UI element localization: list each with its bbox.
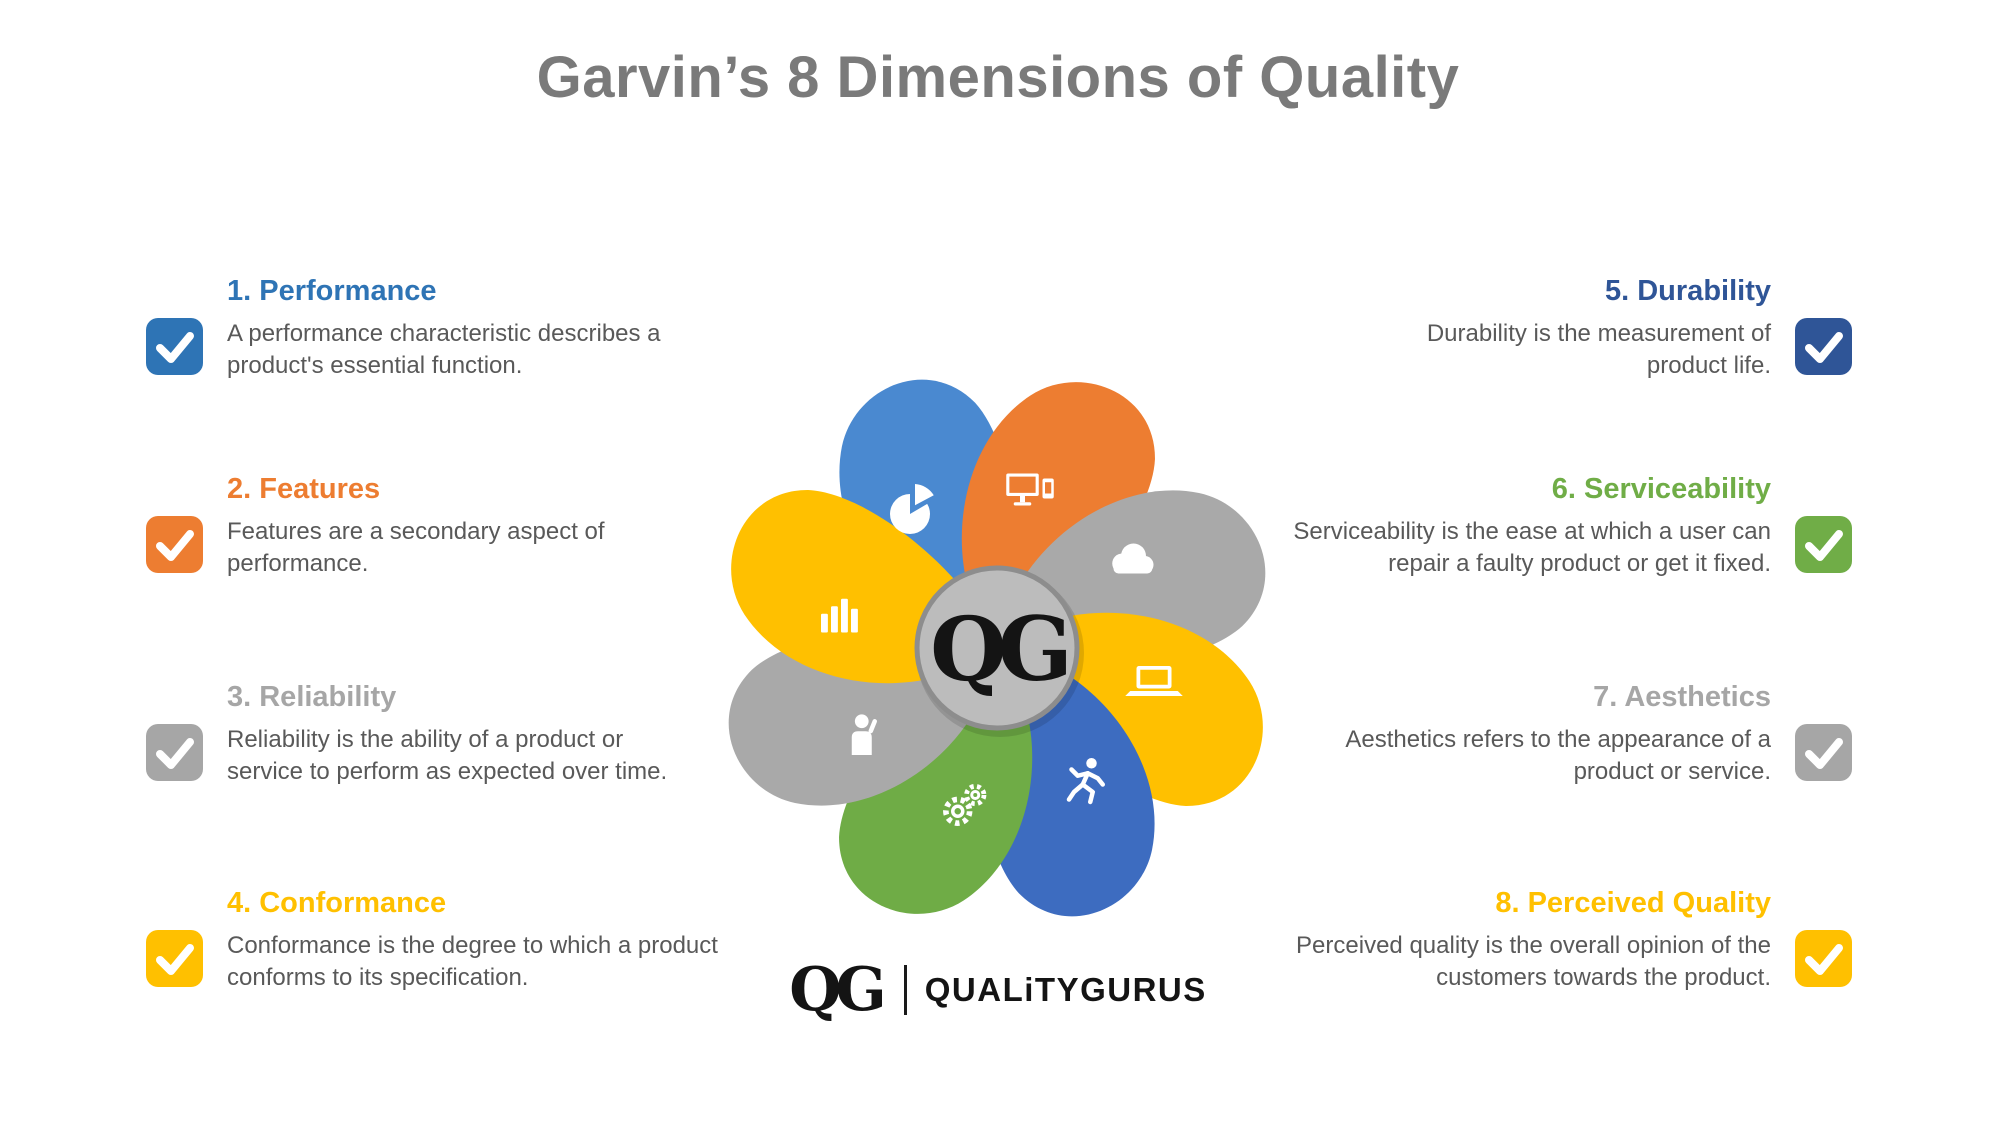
dimension-title: 7. Aesthetics xyxy=(1593,681,1771,713)
laptop-icon xyxy=(1125,666,1183,696)
brand-name: QUALiTYGURUS xyxy=(924,971,1207,1008)
dimension-item-aesthetics: 7. Aesthetics Aesthetics refers to the a… xyxy=(1271,680,1852,788)
cloud-icon xyxy=(1112,543,1154,574)
person-icon xyxy=(851,714,877,755)
dimension-title: 5. Durability xyxy=(1605,275,1771,307)
dimension-description: Aesthetics refers to the appearance of a… xyxy=(1345,726,1771,785)
dimension-title: 1. Performance xyxy=(227,275,437,307)
footer-logo: QG QUALiTYGURUS xyxy=(0,960,1996,1020)
dimension-title: 2. Features xyxy=(227,473,381,505)
dimension-description: Conformance is the degree to which a pro… xyxy=(227,932,718,991)
check-icon xyxy=(1795,516,1852,573)
dimension-text: 1. Performance A performance characteris… xyxy=(227,274,727,382)
dimension-item-performance: 1. Performance A performance characteris… xyxy=(146,274,727,382)
dimension-text: 5. Durability Durability is the measurem… xyxy=(1371,274,1771,382)
dimension-text: 4. Conformance Conformance is the degree… xyxy=(227,886,727,994)
logo-divider xyxy=(903,965,907,1015)
dimension-text: 8. Perceived Quality Perceived quality i… xyxy=(1271,886,1771,994)
check-icon xyxy=(146,930,203,987)
dimension-title: 4. Conformance xyxy=(227,887,447,919)
dimension-description: Serviceability is the ease at which a us… xyxy=(1293,518,1771,577)
dimension-text: 2. Features Features are a secondary asp… xyxy=(227,472,727,580)
check-icon xyxy=(1795,724,1852,781)
dimension-description: Reliability is the ability of a product … xyxy=(227,726,668,785)
dimension-title: 8. Perceived Quality xyxy=(1495,887,1771,919)
dimension-description: Durability is the measurement of product… xyxy=(1426,320,1771,379)
dimension-item-serviceability: 6. Serviceability Serviceability is the … xyxy=(1271,472,1852,580)
dimension-text: 7. Aesthetics Aesthetics refers to the a… xyxy=(1271,680,1771,788)
dimension-item-features: 2. Features Features are a secondary asp… xyxy=(146,472,727,580)
check-icon xyxy=(146,318,203,375)
check-icon xyxy=(146,516,203,573)
gears-icon xyxy=(943,783,987,826)
dimension-title: 3. Reliability xyxy=(227,681,397,713)
dimension-title: 6. Serviceability xyxy=(1551,473,1771,505)
dimension-description: Features are a secondary aspect of perfo… xyxy=(227,518,605,577)
runner-icon xyxy=(1066,758,1105,805)
pie-chart-icon xyxy=(890,484,934,534)
check-icon xyxy=(1795,318,1852,375)
dimension-text: 6. Serviceability Serviceability is the … xyxy=(1271,472,1771,580)
dimension-item-durability: 5. Durability Durability is the measurem… xyxy=(1371,274,1852,382)
dimension-item-reliability: 3. Reliability Reliability is the abilit… xyxy=(146,680,682,788)
check-icon xyxy=(1795,930,1852,987)
bar-chart-icon xyxy=(821,598,858,633)
dimension-item-conformance: 4. Conformance Conformance is the degree… xyxy=(146,886,727,994)
dimension-item-perceived-quality: 8. Perceived Quality Perceived quality i… xyxy=(1271,886,1852,994)
desktop-computer-icon xyxy=(1006,473,1054,506)
dimension-description: Perceived quality is the overall opinion… xyxy=(1296,932,1771,991)
check-icon xyxy=(146,724,203,781)
center-logo-text: QG xyxy=(930,597,1067,701)
dimension-text: 3. Reliability Reliability is the abilit… xyxy=(227,680,682,788)
dimension-description: A performance characteristic describes a… xyxy=(227,320,661,379)
pinwheel-diagram: QG xyxy=(699,350,1295,946)
page-title: Garvin’s 8 Dimensions of Quality xyxy=(536,45,1460,110)
center-circle xyxy=(914,565,1080,731)
qg-logo-text: QG xyxy=(789,955,886,1025)
